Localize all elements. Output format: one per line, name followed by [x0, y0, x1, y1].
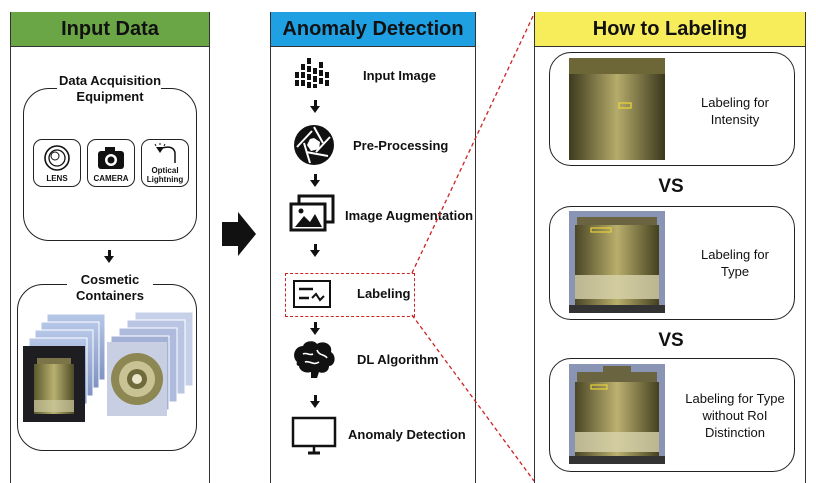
- step-arrow-1: [310, 106, 320, 113]
- flow-right-arrow: [222, 212, 256, 256]
- optical-label-line1: Optical: [151, 166, 179, 175]
- step-labeling-label: Labeling: [357, 286, 411, 301]
- monitor-icon: [291, 416, 337, 455]
- lamp-icon: [154, 143, 176, 163]
- type-no-roi-sample-image: [569, 364, 665, 464]
- equipment-title-bg: [57, 70, 161, 106]
- how-to-labeling-header: How to Labeling: [535, 12, 805, 47]
- anomaly-detection-panel: Anomaly Detection Input Image Pre-Proces…: [270, 12, 476, 483]
- step-input-image-label: Input Image: [363, 68, 436, 83]
- labeling-option-type-text: Labeling for Type: [685, 246, 785, 280]
- step-arrow-3: [310, 250, 320, 257]
- intensity-line1: Labeling for: [701, 95, 769, 110]
- type-line2: Type: [720, 264, 750, 279]
- equipment-title-line1: Data Acquisition: [58, 73, 162, 88]
- input-data-panel: Input Data Data Acquisition Equipment LE…: [10, 12, 210, 483]
- step-arrow-4-stem: [314, 322, 317, 328]
- labeling-highlight-box: [285, 273, 415, 317]
- container-top-view-stack: [107, 312, 194, 416]
- camera-icon: [98, 147, 124, 169]
- type-line1: Labeling for: [701, 247, 769, 262]
- intensity-sample-image: [569, 58, 665, 160]
- containers-title-bg: [67, 268, 153, 304]
- step-pre-processing-label: Pre-Processing: [353, 138, 449, 153]
- labeling-option-intensity-text: Labeling for Intensity: [685, 94, 785, 128]
- optical-label-line2: Lightning: [146, 175, 184, 184]
- brain-icon: [294, 341, 335, 378]
- camera-label: CAMERA: [93, 174, 129, 183]
- type-sample-image: [569, 211, 665, 313]
- step-arrow-2-stem: [314, 174, 317, 180]
- lens-equipment: LENS: [33, 139, 81, 187]
- containers-title-line2: Containers: [76, 288, 144, 303]
- camera-equipment: CAMERA: [87, 139, 135, 187]
- no-roi-line2: without RoI: [702, 408, 768, 423]
- stacked-images-icon: [289, 194, 335, 232]
- anomaly-detection-header: Anomaly Detection: [271, 12, 475, 47]
- optical-lightning-equipment: Optical Lightning: [141, 139, 189, 187]
- container-side-view-stack: [23, 314, 106, 422]
- no-roi-line3: Distinction: [705, 425, 765, 440]
- step-anomaly-detection-label: Anomaly Detection: [348, 427, 466, 442]
- step-arrow-5: [310, 401, 320, 408]
- input-data-header: Input Data: [11, 12, 209, 47]
- how-to-labeling-panel: How to Labeling Labeling for Intensity V…: [534, 12, 806, 483]
- lens-label: LENS: [46, 174, 68, 183]
- vs-separator-1: VS: [658, 176, 684, 197]
- no-roi-line1: Labeling for Type: [685, 391, 785, 406]
- aperture-icon: [294, 125, 334, 165]
- equipment-arrow-stem: [108, 250, 111, 256]
- step-image-augmentation-label: Image Augmentation: [345, 208, 474, 223]
- step-arrow-1-stem: [314, 100, 317, 106]
- labeling-option-type-no-roi-text: Labeling for Type without RoI Distinctio…: [679, 390, 791, 441]
- equipment-down-arrow: [104, 256, 114, 263]
- labeling-icon: [293, 280, 331, 308]
- step-arrow-4: [310, 328, 320, 335]
- vs-separator-2: VS: [658, 330, 684, 351]
- step-arrow-2: [310, 180, 320, 187]
- equipment-title-line2: Equipment: [76, 89, 144, 104]
- step-arrow-3-stem: [314, 244, 317, 250]
- optical-lightning-label: Optical Lightning: [142, 166, 188, 184]
- intensity-line2: Intensity: [710, 112, 760, 127]
- image-bars-icon: [295, 58, 329, 88]
- containers-title-line1: Cosmetic: [80, 272, 140, 287]
- step-arrow-5-stem: [314, 395, 317, 401]
- step-dl-algorithm-label: DL Algorithm: [357, 352, 439, 367]
- lens-icon: [44, 145, 70, 171]
